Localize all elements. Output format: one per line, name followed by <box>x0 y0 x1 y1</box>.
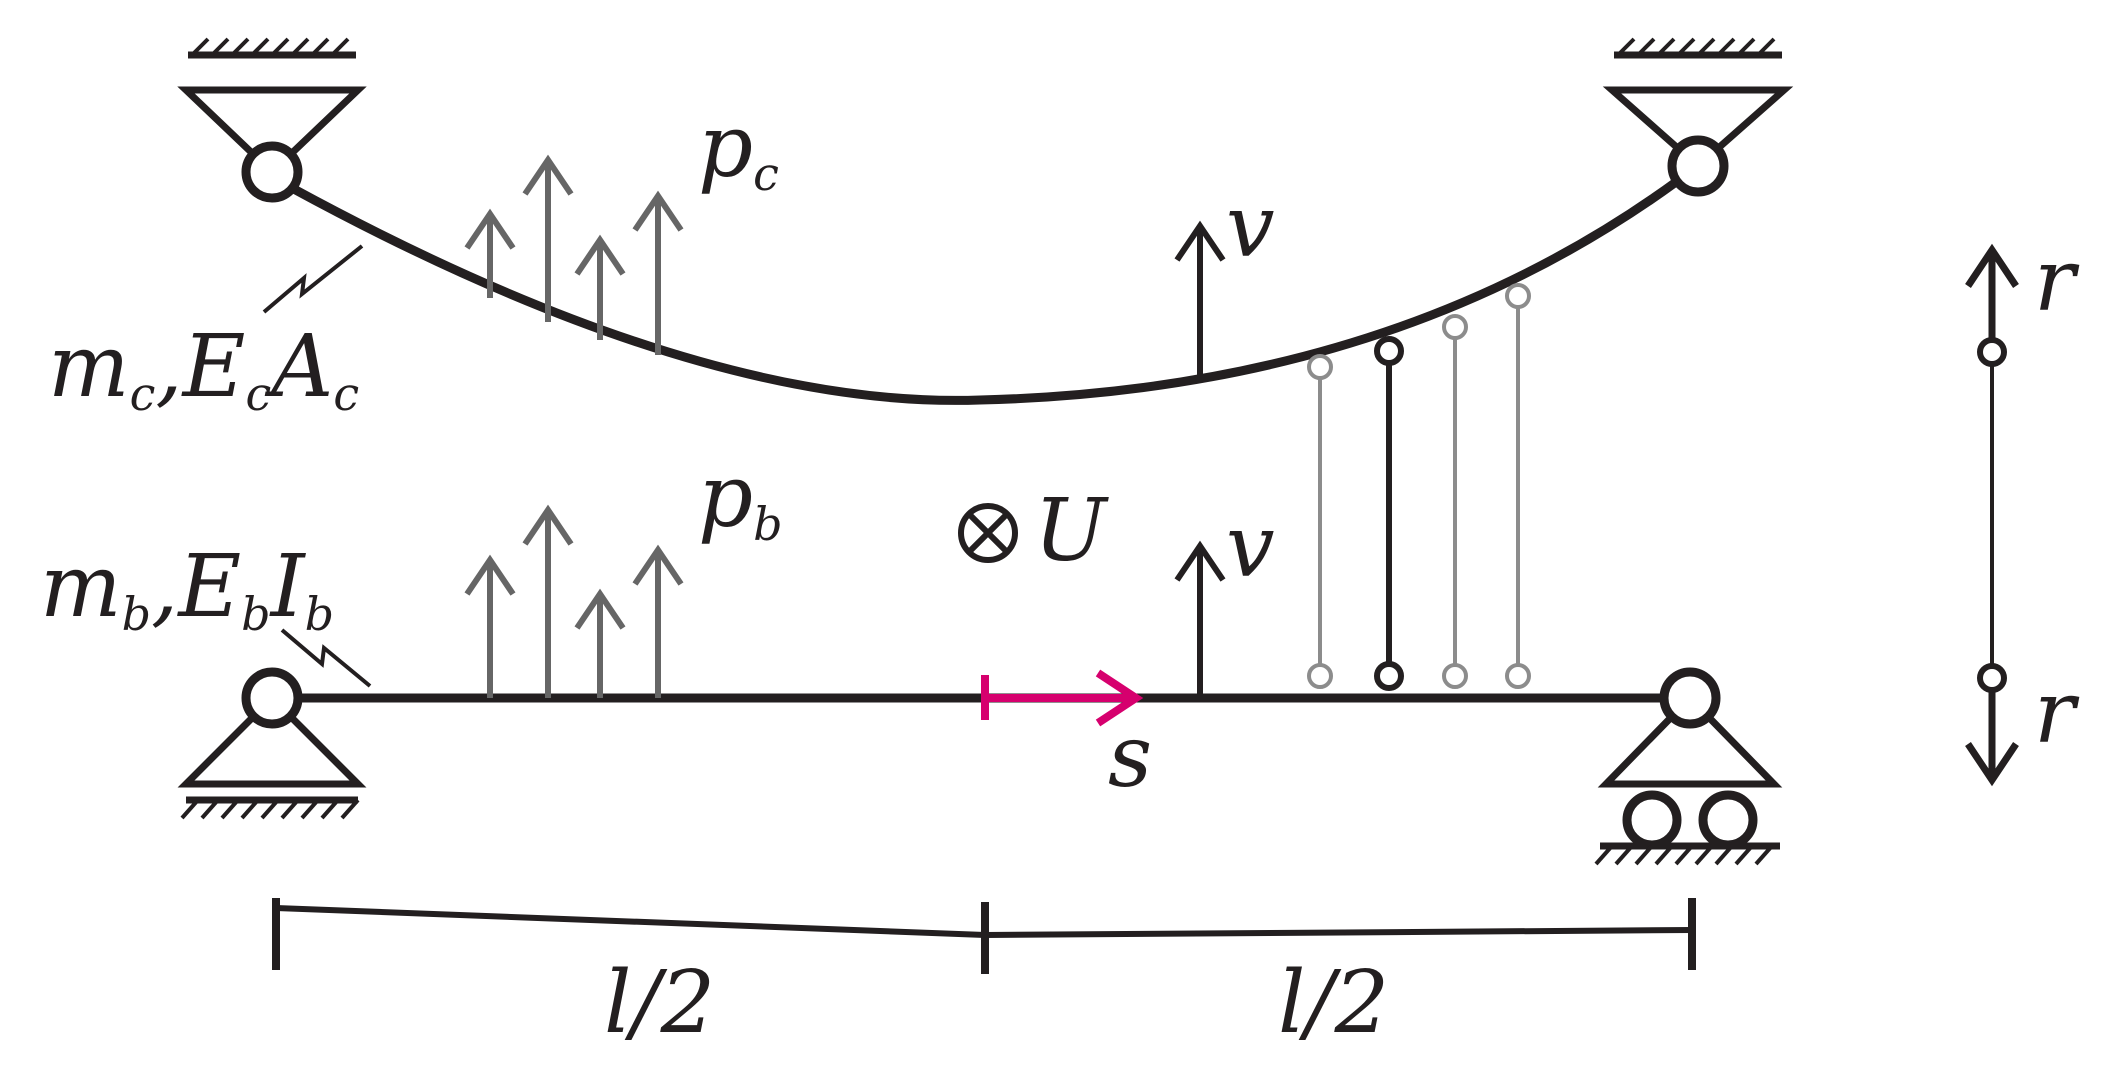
cable-load-label: pc <box>698 97 779 201</box>
coordinate-arrow <box>981 669 1144 727</box>
cable-load-arrows <box>464 154 684 355</box>
beam-properties-label: mb,EbIb <box>40 537 334 641</box>
cable-properties-label: mc,EcAc <box>48 317 359 421</box>
bottom-left-support <box>177 667 367 820</box>
half-span-right-label: l/2 <box>1278 953 1389 1053</box>
cable-displacement-label: v <box>1226 177 1275 277</box>
wind-speed-label: U <box>1034 481 1109 581</box>
beam-break-mark <box>280 628 372 688</box>
hanger-force-top-label: r <box>2034 231 2080 331</box>
hanger-main <box>1374 336 1404 691</box>
hanger-light-1 <box>1307 354 1333 689</box>
beam-load-label: pb <box>698 447 783 551</box>
cable-break-mark <box>262 244 364 314</box>
beam-load-arrows <box>464 504 684 698</box>
top-right-support <box>1602 37 1794 197</box>
hanger-free-body <box>1965 243 2019 787</box>
hanger-light-3 <box>1505 283 1531 689</box>
span-dimension-line <box>272 898 1696 974</box>
coordinate-label: s <box>1108 707 1152 807</box>
wind-direction-icon <box>958 503 1018 563</box>
cable-curve <box>289 178 1679 405</box>
beam-displacement-label: v <box>1226 497 1275 597</box>
hanger-light-2 <box>1442 314 1468 689</box>
top-left-support <box>177 37 367 203</box>
hanger-force-bottom-label: r <box>2034 663 2080 763</box>
beam-displacement-arrow <box>1174 540 1226 698</box>
cable-displacement-arrow <box>1174 220 1226 378</box>
half-span-left-label: l/2 <box>604 953 715 1053</box>
